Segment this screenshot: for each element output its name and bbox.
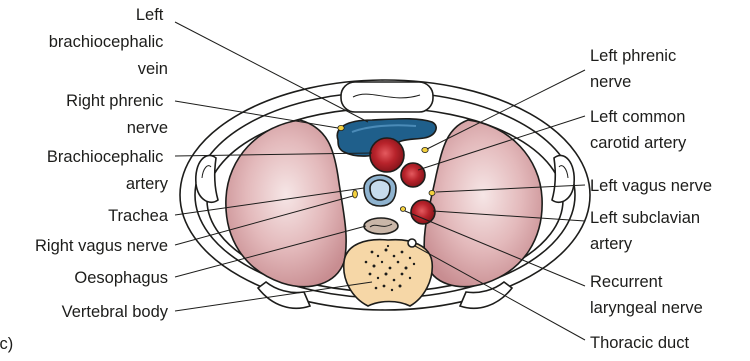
label-recurrent-laryngeal-nerve: Recurrent laryngeal nerve	[590, 273, 703, 317]
label-line: Left phrenic	[590, 47, 676, 65]
label-line: brachiocephalic	[49, 33, 164, 51]
label-line: Left	[136, 6, 164, 24]
thoracic-duct	[408, 239, 416, 247]
label-line: Vertebral body	[62, 303, 169, 321]
label-line: Left common	[590, 108, 685, 126]
label-left-subclavian-artery: Left subclavian artery	[590, 209, 705, 253]
left-phrenic-nerve-dot	[422, 147, 428, 152]
right-vagus-nerve-dot	[353, 190, 358, 198]
left-common-carotid-artery	[401, 163, 425, 187]
right-phrenic-nerve-dot	[338, 125, 344, 130]
label-vertebral-body: Vertebral body	[62, 303, 169, 321]
labels-right: Left phrenic nerve Left common carotid a…	[590, 47, 712, 352]
label-oesophagus: Oesophagus	[74, 269, 168, 287]
label-line: nerve	[127, 119, 168, 137]
label-line: vein	[138, 60, 168, 78]
label-right-phrenic-nerve: Right phrenic nerve	[66, 92, 168, 137]
left-subclavian-artery	[411, 200, 435, 224]
label-line: Thoracic duct	[590, 334, 689, 352]
trachea	[364, 175, 396, 206]
label-line: Right vagus nerve	[35, 237, 168, 255]
label-brachiocephalic-artery: Brachiocephalic artery	[47, 148, 169, 193]
label-line: laryngeal nerve	[590, 299, 703, 317]
sternum	[341, 82, 433, 112]
recurrent-laryngeal-nerve-dot	[400, 207, 405, 212]
label-line: Recurrent	[590, 273, 663, 291]
label-line: carotid artery	[590, 134, 687, 152]
label-line: Left vagus nerve	[590, 177, 712, 195]
labels-left: Left brachiocephalic vein Right phrenic …	[35, 6, 169, 321]
label-line: Oesophagus	[74, 269, 168, 287]
label-line: Left subclavian	[590, 209, 700, 227]
label-line: Trachea	[108, 207, 169, 225]
oesophagus	[364, 218, 398, 234]
label-left-common-carotid-artery: Left common carotid artery	[590, 108, 690, 152]
label-trachea: Trachea	[108, 207, 169, 225]
label-left-phrenic-nerve: Left phrenic nerve	[590, 47, 681, 91]
label-line: nerve	[590, 73, 631, 91]
label-line: Brachiocephalic	[47, 148, 163, 166]
label-left-vagus-nerve: Left vagus nerve	[590, 177, 712, 195]
left-vagus-nerve-dot	[429, 190, 435, 195]
brachiocephalic-artery	[370, 138, 404, 172]
label-line: artery	[590, 235, 633, 253]
label-thoracic-duct: Thoracic duct	[590, 334, 689, 352]
label-line: artery	[126, 175, 169, 193]
label-right-vagus-nerve: Right vagus nerve	[35, 237, 168, 255]
label-left-brachiocephalic-vein: Left brachiocephalic vein	[49, 6, 168, 78]
panel-label: (c)	[0, 335, 13, 353]
vertebral-body	[344, 240, 433, 306]
label-line: Right phrenic	[66, 92, 163, 110]
